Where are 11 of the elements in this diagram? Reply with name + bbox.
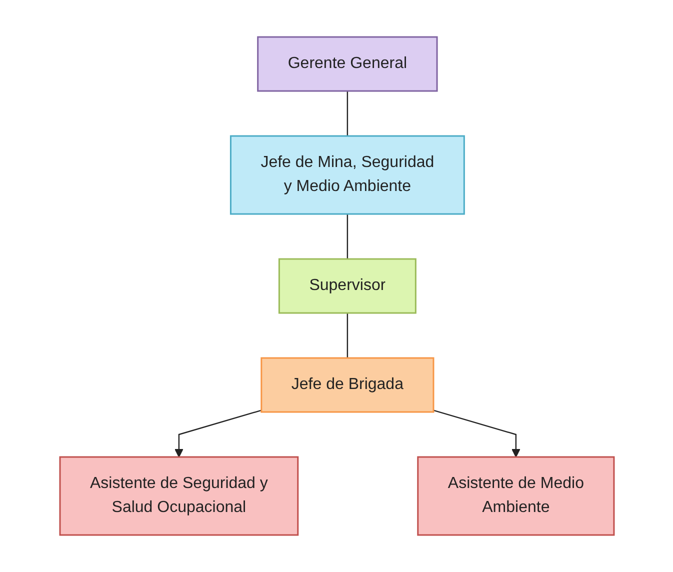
connector xyxy=(346,91,348,136)
node-box: Asistente de Seguridad y Salud Ocupacional xyxy=(58,456,298,536)
node-box: Supervisor xyxy=(278,258,416,314)
arrow xyxy=(432,410,520,458)
node-box: Jefe de Mina, Seguridad y Medio Ambiente xyxy=(229,135,464,215)
node-box: Asistente de Medio Ambiente xyxy=(416,456,614,536)
node-box: Jefe de Brigada xyxy=(260,357,434,413)
connector xyxy=(346,214,348,259)
node-box: Gerente General xyxy=(256,36,438,92)
arrow xyxy=(174,410,262,458)
connector xyxy=(346,313,348,358)
